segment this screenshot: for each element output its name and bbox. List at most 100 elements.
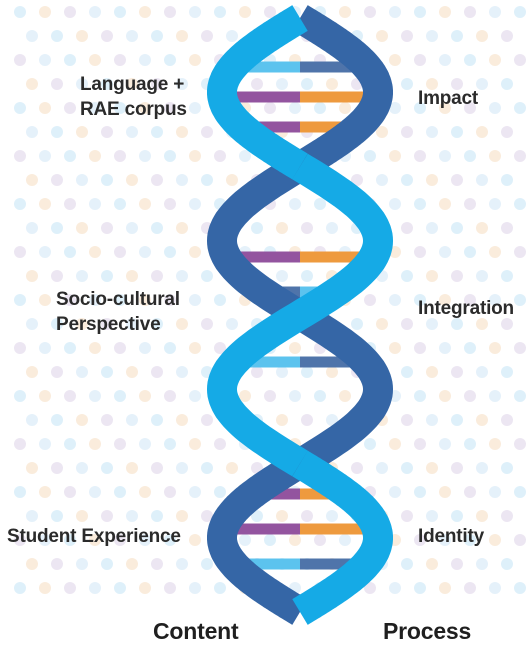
background-dot bbox=[26, 126, 38, 138]
background-dot bbox=[451, 30, 463, 42]
background-dot bbox=[426, 222, 438, 234]
label-language-rae-corpus: Language + RAE corpus bbox=[80, 72, 187, 122]
background-dot bbox=[239, 390, 251, 402]
background-dot bbox=[101, 222, 113, 234]
background-dot bbox=[414, 246, 426, 258]
background-dot bbox=[214, 438, 226, 450]
background-dot bbox=[76, 510, 88, 522]
background-dot bbox=[51, 510, 63, 522]
background-dot bbox=[114, 150, 126, 162]
background-dot bbox=[176, 174, 188, 186]
label-language-line1: Language + bbox=[80, 74, 185, 95]
background-dot bbox=[414, 198, 426, 210]
background-dot bbox=[89, 102, 101, 114]
background-dot bbox=[314, 390, 326, 402]
background-dot bbox=[226, 462, 238, 474]
background-dot bbox=[89, 246, 101, 258]
background-dot bbox=[64, 534, 76, 546]
background-dot bbox=[264, 102, 276, 114]
background-dot bbox=[164, 438, 176, 450]
background-dot bbox=[414, 438, 426, 450]
background-dot bbox=[489, 294, 501, 306]
background-dot bbox=[276, 414, 288, 426]
background-dot bbox=[439, 486, 451, 498]
background-dot bbox=[426, 558, 438, 570]
background-dot bbox=[139, 294, 151, 306]
background-dot bbox=[476, 78, 488, 90]
background-dot bbox=[301, 270, 313, 282]
background-dot bbox=[14, 486, 26, 498]
background-dot bbox=[64, 54, 76, 66]
background-dot bbox=[76, 366, 88, 378]
background-dot bbox=[389, 102, 401, 114]
background-dot bbox=[514, 486, 526, 498]
background-dot bbox=[14, 342, 26, 354]
background-dot bbox=[501, 126, 513, 138]
background-dot bbox=[151, 462, 163, 474]
background-dot bbox=[164, 342, 176, 354]
background-dot bbox=[39, 54, 51, 66]
background-dot bbox=[51, 78, 63, 90]
background-dot bbox=[176, 78, 188, 90]
background-dot bbox=[214, 582, 226, 594]
background-dot bbox=[426, 174, 438, 186]
background-dot bbox=[114, 6, 126, 18]
background-dot bbox=[226, 174, 238, 186]
background-dot bbox=[176, 366, 188, 378]
base-pair-rungs bbox=[222, 61, 378, 570]
background-dot bbox=[139, 150, 151, 162]
background-dot bbox=[151, 270, 163, 282]
background-dot bbox=[439, 246, 451, 258]
label-student-experience: Student Experience bbox=[7, 526, 181, 547]
background-dot bbox=[14, 54, 26, 66]
background-dot bbox=[89, 198, 101, 210]
background-dot bbox=[426, 510, 438, 522]
background-dot bbox=[439, 582, 451, 594]
background-dot bbox=[214, 486, 226, 498]
background-dot bbox=[51, 318, 63, 330]
background-dot bbox=[276, 270, 288, 282]
background-dot bbox=[176, 462, 188, 474]
background-dot bbox=[26, 414, 38, 426]
background-dot bbox=[26, 222, 38, 234]
background-dot bbox=[326, 366, 338, 378]
background-dot bbox=[439, 390, 451, 402]
background-dot bbox=[464, 150, 476, 162]
background-dot bbox=[451, 78, 463, 90]
background-dot bbox=[326, 222, 338, 234]
background-dot bbox=[164, 390, 176, 402]
background-dot bbox=[201, 126, 213, 138]
background-dot bbox=[151, 558, 163, 570]
background-dot bbox=[339, 390, 351, 402]
background-dot bbox=[426, 414, 438, 426]
background-dot bbox=[376, 126, 388, 138]
background-dot bbox=[26, 318, 38, 330]
background-dot bbox=[489, 102, 501, 114]
background-dot bbox=[301, 414, 313, 426]
background-dot bbox=[114, 198, 126, 210]
background-dot bbox=[464, 54, 476, 66]
background-dot bbox=[476, 558, 488, 570]
background-dot bbox=[126, 270, 138, 282]
background-dot bbox=[201, 414, 213, 426]
background-dot bbox=[151, 510, 163, 522]
background-dot bbox=[164, 246, 176, 258]
background-dot bbox=[14, 6, 26, 18]
background-dot bbox=[326, 78, 338, 90]
background-dot bbox=[189, 246, 201, 258]
background-dot bbox=[176, 30, 188, 42]
background-dot bbox=[76, 414, 88, 426]
background-dot bbox=[89, 390, 101, 402]
background-dot bbox=[189, 102, 201, 114]
background-dot bbox=[439, 534, 451, 546]
background-dot bbox=[401, 126, 413, 138]
background-dot bbox=[89, 294, 101, 306]
background-dot bbox=[201, 558, 213, 570]
background-dot bbox=[76, 270, 88, 282]
background-dot bbox=[64, 294, 76, 306]
background-dot bbox=[226, 30, 238, 42]
background-dot bbox=[39, 534, 51, 546]
label-content: Content bbox=[153, 618, 239, 644]
background-dot bbox=[376, 174, 388, 186]
